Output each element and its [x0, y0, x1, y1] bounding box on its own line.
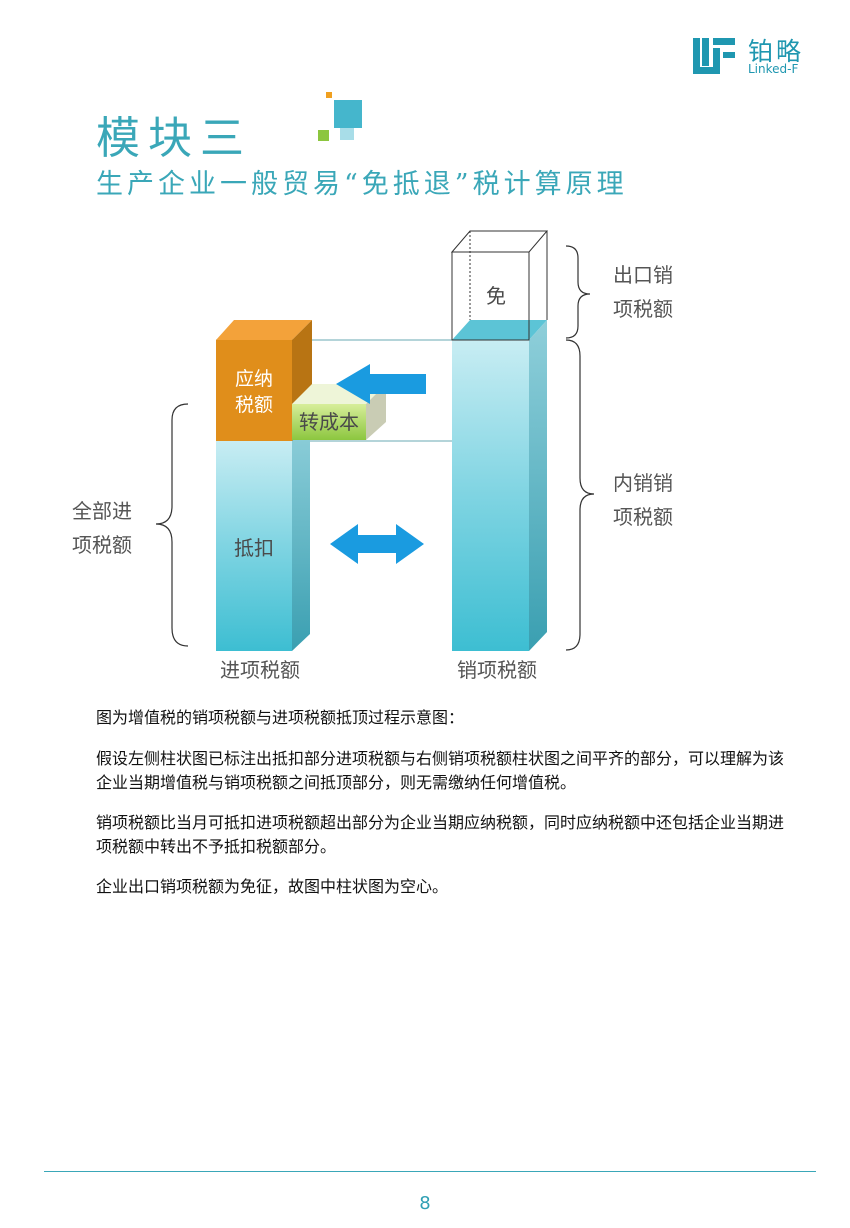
tax-offset-diagram: 应纳 税额 转成本 抵扣 免 进项税额 销项税额 全部进 项税额 出口销 项税额…: [72, 230, 673, 682]
brand-name-en: Linked-F: [748, 62, 799, 76]
double-arrow-icon: [330, 524, 424, 564]
page-subtitle: 生产企业一般贸易“免抵退”税计算原理: [96, 169, 628, 200]
caption-paragraph: 图为增值税的销项税额与进项税额抵顶过程示意图：: [96, 708, 465, 727]
paragraph-payable: 销项税额比当月可抵扣进项税额超出部分为企业当期应纳税额，同时应纳税额中还包括企业…: [96, 813, 785, 856]
decor-square-small: [326, 92, 332, 98]
right-bar-export-hollow: [450, 230, 549, 341]
right-brace-top-icon: [565, 245, 591, 339]
domestic-sales-label-line2: 项税额: [613, 505, 673, 529]
page-title: 模块三: [96, 113, 252, 164]
left-brace-label-line2: 项税额: [72, 533, 132, 557]
paragraph-export: 企业出口销项税额为免征，故图中柱状图为空心。: [96, 877, 449, 896]
right-brace-bottom-icon: [565, 339, 595, 651]
right-bar-domestic: [452, 320, 547, 651]
export-sales-label-line2: 项税额: [613, 297, 673, 321]
payable-label-line2: 税额: [235, 394, 273, 416]
decor-square-light: [340, 128, 354, 140]
arrow-left-icon: [336, 364, 426, 404]
left-brace-icon: [155, 403, 189, 647]
footer-divider: [44, 1171, 816, 1172]
payable-label-line1: 应纳: [235, 368, 273, 390]
brand-logo-icon: [693, 38, 735, 74]
exempt-label: 免: [486, 284, 506, 308]
left-brace-label-line1: 全部进: [72, 499, 132, 523]
paragraph-offset: 假设左侧柱状图已标注出抵扣部分进项税额与右侧销项税额柱状图之间平齐的部分，可以理…: [96, 749, 785, 792]
transfer-cost-label: 转成本: [299, 410, 359, 434]
left-bar-deduct: [216, 424, 310, 651]
domestic-sales-label-line1: 内销销: [613, 471, 673, 495]
page-number: 8: [419, 1193, 431, 1214]
export-sales-label-line1: 出口销: [613, 263, 673, 287]
decor-square-green: [318, 130, 329, 141]
brand-name-cn: 铂略: [748, 37, 805, 66]
decor-square-large: [334, 100, 362, 128]
right-bar-label: 销项税额: [457, 658, 537, 682]
deduct-label: 抵扣: [234, 536, 274, 560]
left-bar-label: 进项税额: [220, 658, 300, 682]
